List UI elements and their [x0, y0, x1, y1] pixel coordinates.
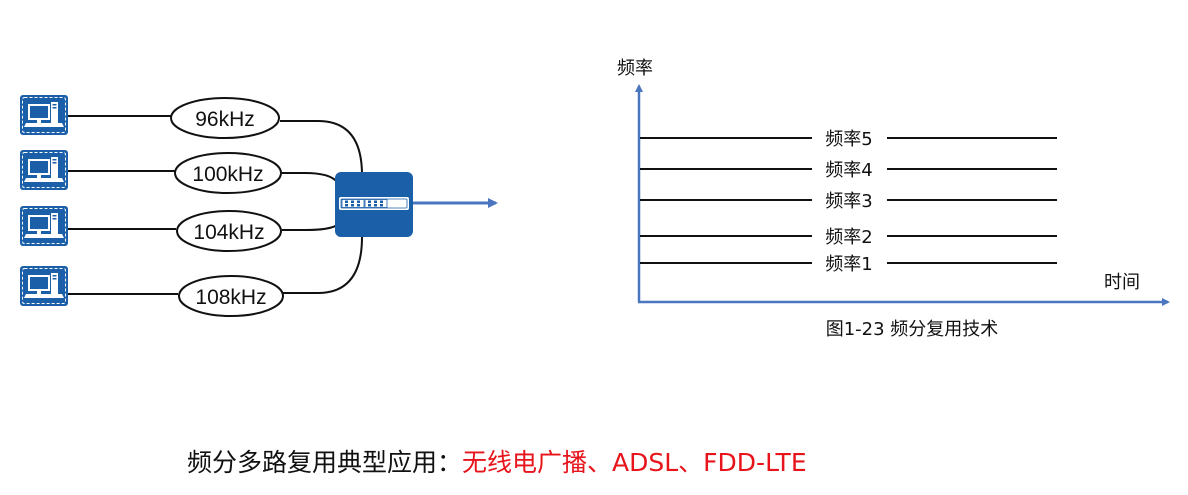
frequency-ellipse: 96kHz	[170, 97, 280, 139]
band-label: 频率2	[825, 227, 872, 248]
x-axis-label: 时间	[1104, 272, 1140, 293]
frequency-ellipse: 104kHz	[176, 210, 282, 252]
frequency-label: 100kHz	[192, 163, 263, 186]
band-label: 频率4	[825, 160, 872, 181]
frequency-ellipse: 108kHz	[178, 275, 284, 317]
frequency-band: 频率4	[640, 160, 1057, 181]
band-label: 频率1	[825, 254, 872, 275]
computer-icon	[19, 205, 69, 247]
band-label: 频率5	[825, 129, 872, 150]
frequency-label: 108kHz	[195, 286, 266, 309]
y-axis-label: 频率	[617, 58, 653, 79]
frequency-band: 频率3	[640, 191, 1057, 212]
frequency-time-chart: 频率 时间 频率5 频率4 频率3 频率2 频率1 图1-23 频分复用技术	[617, 58, 1170, 340]
switch-icon	[335, 172, 413, 237]
frequency-band: 频率5	[640, 129, 1057, 150]
summary-applications: 无线电广播、ADSL、FDD-LTE	[462, 448, 807, 477]
wire	[282, 224, 338, 231]
frequency-band: 频率2	[640, 227, 1057, 248]
frequency-ellipse: 100kHz	[174, 152, 282, 194]
frequency-label: 96kHz	[195, 108, 255, 131]
band-label: 频率3	[825, 191, 872, 212]
frequency-band: 频率1	[640, 254, 1057, 275]
wire	[283, 236, 363, 294]
wire	[280, 120, 363, 176]
computer-icon	[19, 265, 69, 307]
summary-prefix: 频分多路复用典型应用：	[187, 448, 463, 477]
computer-icon	[19, 149, 69, 191]
computer-icon	[19, 94, 69, 136]
figure-caption: 图1-23 频分复用技术	[826, 319, 999, 340]
frequency-label: 104kHz	[193, 221, 264, 244]
left-diagram: 96kHz 100kHz 104kHz 108kHz	[19, 94, 498, 317]
summary-line: 频分多路复用典型应用：无线电广播、ADSL、FDD-LTE	[187, 443, 807, 479]
wire	[282, 172, 338, 183]
